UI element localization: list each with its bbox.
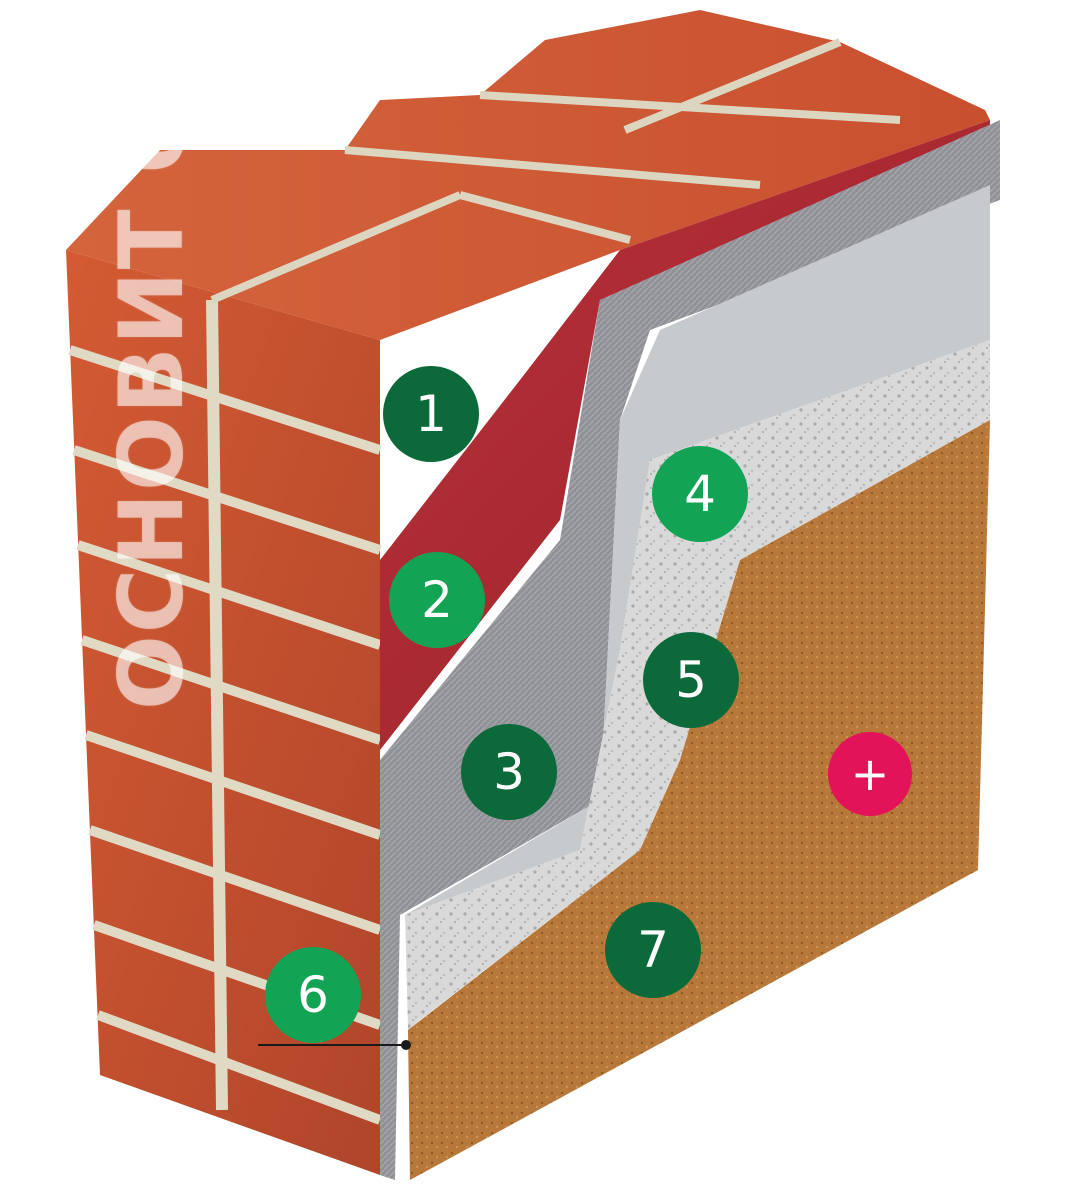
brick-side-face (66, 250, 382, 1175)
marker-1[interactable]: 1 (383, 366, 479, 462)
marker-7[interactable]: 7 (605, 902, 701, 998)
marker-6[interactable]: 6 (265, 947, 361, 1043)
brick-top-face (66, 10, 990, 340)
marker-4[interactable]: 4 (652, 446, 748, 542)
watermark-logo: ОСНОВИТ 63 (100, 48, 203, 710)
marker-plus[interactable]: + (828, 732, 912, 816)
marker-3[interactable]: 3 (461, 724, 557, 820)
smooth-layer (405, 185, 990, 915)
finish-layer (408, 420, 990, 1180)
marker-5[interactable]: 5 (643, 632, 739, 728)
marker-2[interactable]: 2 (389, 552, 485, 648)
primer-layer (380, 120, 990, 750)
marker-6-pointer-dot (401, 1040, 411, 1050)
base-coat-layer (380, 120, 1000, 1180)
